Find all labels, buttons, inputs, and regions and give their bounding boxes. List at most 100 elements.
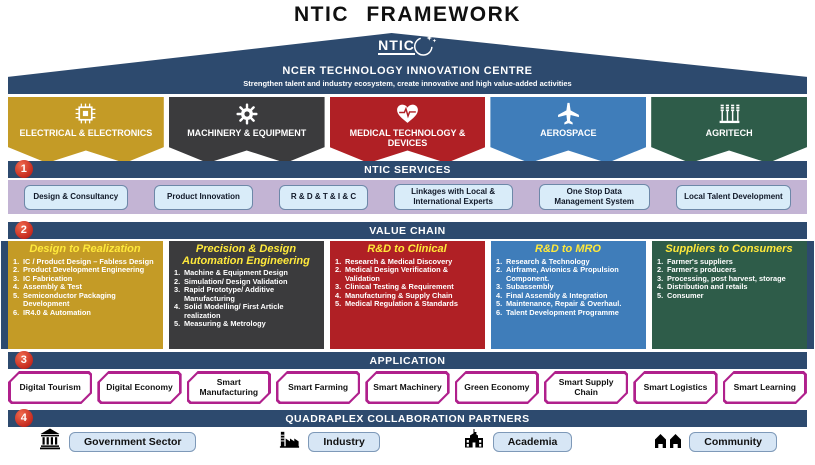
airplane-icon — [490, 100, 646, 127]
item-number — [172, 286, 184, 303]
value-chain-item: Consumer — [655, 291, 803, 301]
value-chain-item: Medical Regulation & Standards — [333, 300, 481, 309]
value-chain-column-agritech: Suppliers to Consumers Farmer's supplier… — [652, 241, 807, 349]
heart-pulse-icon — [330, 100, 486, 127]
item-text: Assembly & Test — [23, 282, 83, 292]
sector-banner-agritech: AGRITECH — [651, 97, 807, 163]
partners-row: Government Sector Industry — [8, 428, 807, 455]
partner-label: Industry — [308, 431, 380, 452]
ntic-roof: NTIC NCER TECHNOLOGY INNOVATION CENTRE S… — [8, 33, 807, 94]
partner-community: Community — [654, 429, 777, 454]
partner-academia: Academia — [462, 427, 573, 456]
item-text: Solid Modelling/ First Article realizati… — [184, 302, 284, 320]
application-item-label: Smart Farming — [278, 374, 357, 402]
column-title: Precision & Design Automation Engineerin… — [182, 243, 310, 267]
chip-icon — [8, 100, 164, 127]
partner-industry: Industry — [278, 428, 380, 456]
band-quadraplex-partners: 4 QUADRAPLEX COLLABORATION PARTNERS — [8, 409, 807, 427]
column-title: R&D to Clinical — [367, 243, 447, 255]
value-chain-row: Design to Realization IC / Product Desig… — [1, 241, 814, 349]
number-badge-1: 1 — [15, 160, 33, 178]
item-text: Measuring & Metrology — [184, 319, 266, 329]
service-item: Linkages with Local & International Expe… — [393, 184, 513, 210]
band-label: VALUE CHAIN — [369, 224, 446, 237]
application-item: Smart Logistics — [633, 371, 717, 404]
sector-banner-electrical-electronics: ELECTRICAL & ELECTRONICS — [8, 97, 164, 163]
item-number — [494, 309, 506, 318]
sector-banner-medical-technology: MEDICAL TECHNOLOGY & DEVICES — [329, 97, 486, 163]
band-ntic-services: 1 NTIC SERVICES — [8, 160, 807, 178]
item-text: Rapid Prototype/ Additive Manufacturing — [184, 285, 275, 303]
service-item: Local Talent Development — [675, 184, 791, 210]
value-chain-column-medical: R&D to Clinical Research & Medical Disco… — [330, 241, 485, 349]
application-item: Smart Machinery — [365, 371, 449, 404]
sector-banner-machinery-equipment: MACHINERY & EQUIPMENT — [168, 97, 325, 163]
sector-label: MEDICAL TECHNOLOGY & DEVICES — [349, 128, 466, 149]
value-chain-item: Clinical Testing & Requirement — [333, 283, 481, 292]
item-text: Clinical Testing & Requirement — [345, 282, 454, 292]
column-title: Design to Realization — [29, 243, 141, 255]
value-chain-item: Farmer's producers — [655, 266, 803, 275]
service-item: R & D & T & I & C — [279, 184, 368, 210]
centre-tagline: Strengthen talent and industry ecosystem… — [243, 79, 572, 88]
item-text: Talent Development Programme — [506, 307, 619, 317]
application-row: Digital Tourism Digital Economy Smart Ma… — [8, 371, 807, 404]
item-number — [172, 303, 184, 320]
partner-label: Government Sector — [69, 431, 197, 452]
item-number — [11, 292, 23, 309]
partner-government: Government Sector — [38, 427, 197, 456]
item-text: Research & Technology — [506, 256, 590, 266]
item-number — [655, 292, 667, 301]
application-item-label: Green Economy — [457, 374, 536, 402]
value-chain-item: Final Assembly & Integration — [494, 291, 642, 301]
value-chain-item: Measuring & Metrology — [172, 320, 320, 329]
centre-name: NCER TECHNOLOGY INNOVATION CENTRE — [282, 65, 533, 77]
column-title: Suppliers to Consumers — [665, 243, 793, 255]
application-item-label: Smart Learning — [725, 374, 804, 402]
application-item: Digital Economy — [97, 371, 181, 404]
service-item: Design & Consultancy — [24, 184, 128, 210]
school-icon — [462, 427, 486, 456]
services-row: Design & Consultancy Product Innovation R … — [8, 180, 807, 214]
value-chain-item: Product Development Engineering — [11, 266, 159, 275]
item-text: Maintenance, Repair & Overhaul. — [506, 299, 622, 309]
band-application: 3 APPLICATION — [8, 351, 807, 369]
value-chain-item: Airframe, Avionics & Propulsion Componen… — [494, 265, 642, 283]
item-text: Semiconductor Packaging Development — [23, 290, 116, 309]
item-text: Simulation/ Design Validation — [184, 276, 288, 286]
value-chain-item: Machine & Equipment Design — [172, 269, 320, 278]
sector-label: AEROSPACE — [540, 128, 597, 138]
band-label: QUADRAPLEX COLLABORATION PARTNERS — [285, 412, 530, 425]
number-badge-3: 3 — [15, 351, 33, 369]
value-chain-column-machinery: Precision & Design Automation Engineerin… — [169, 241, 324, 349]
band-value-chain: 2 VALUE CHAIN — [8, 221, 807, 239]
value-chain-item: Subassembly — [494, 283, 642, 292]
wheat-icon — [651, 100, 807, 127]
value-chain-item: IC Fabrication — [11, 273, 159, 284]
sector-banner-aerospace: AEROSPACE — [490, 97, 647, 163]
value-chain-item: Processing, post harvest, storage — [655, 273, 803, 284]
item-text: Product Development Engineering — [23, 265, 145, 275]
moon-stars-icon — [413, 34, 437, 63]
value-chain-item: IC / Product Design – Fabless Design — [11, 256, 159, 267]
number-badge-4: 4 — [15, 409, 33, 427]
item-text: IC / Product Design – Fabless Design — [23, 256, 154, 266]
item-text: Processing, post harvest, storage — [667, 273, 786, 283]
application-item-label: Smart Manufacturing — [189, 374, 268, 402]
item-text: Farmer's suppliers — [667, 256, 733, 266]
value-chain-item: Medical Design Verification & Validation — [333, 265, 481, 283]
value-chain-item: Solid Modelling/ First Article realizati… — [172, 302, 320, 320]
service-item: Product Innovation — [153, 184, 254, 210]
application-item: Smart Manufacturing — [187, 371, 271, 404]
band-label: NTIC SERVICES — [364, 163, 451, 176]
item-text: IC Fabrication — [23, 273, 73, 283]
value-chain-item: Simulation/ Design Validation — [172, 276, 320, 287]
sector-label: MACHINERY & EQUIPMENT — [187, 128, 307, 138]
item-text: Farmer's producers — [667, 265, 737, 275]
gear-icon — [169, 100, 325, 127]
